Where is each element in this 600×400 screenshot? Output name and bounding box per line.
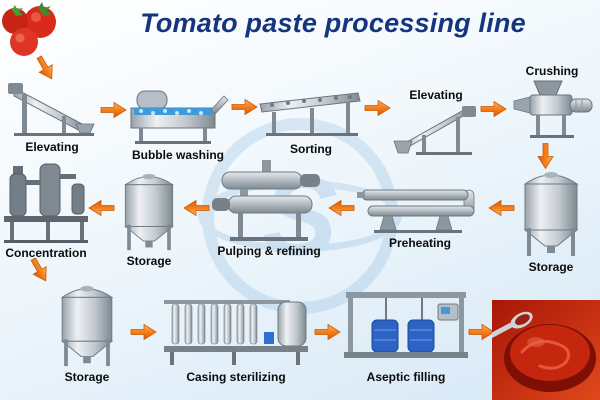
step-storage-2: Storage: [115, 172, 183, 268]
step-storage-3: Storage: [50, 284, 124, 384]
flow-arrow-down: [536, 143, 556, 170]
aseptic-filler-icon: [340, 288, 472, 368]
step-label: Storage: [64, 370, 110, 384]
step-aseptic-filling: Aseptic filling: [340, 288, 472, 384]
flow-arrow-left: [88, 198, 115, 218]
crusher-icon: [506, 79, 598, 141]
step-elevating-2: Elevating: [392, 88, 480, 156]
flow-arrow-right: [468, 322, 495, 342]
fresh-tomatoes-image: [0, 0, 62, 58]
flow-arrow-right: [130, 322, 157, 342]
step-bubble-washing: Bubble washing: [127, 84, 229, 162]
step-label: Sorting: [290, 142, 332, 156]
step-label: Elevating: [25, 140, 79, 154]
flow-arrow-right: [480, 99, 507, 119]
tube-preheater-icon: [356, 182, 484, 234]
step-label: Aseptic filling: [366, 370, 446, 384]
evaporator-icon: [0, 160, 92, 244]
step-pulping-refining: Pulping & refining: [210, 158, 328, 258]
tomatoes-icon: [0, 0, 62, 58]
step-concentration: Concentration: [0, 160, 92, 260]
sterilizer-icon: [160, 292, 312, 368]
flow-arrow-left: [488, 198, 515, 218]
step-label: Crushing: [525, 64, 579, 78]
page-title: Tomato paste processing line: [140, 8, 526, 38]
step-label: Elevating: [409, 88, 463, 102]
flow-arrow-down-right: [30, 51, 61, 84]
step-preheating: Preheating: [356, 182, 484, 250]
sorting-conveyor-icon: [258, 80, 364, 140]
elevating-conveyor-icon: [392, 103, 480, 156]
step-label: Pulping & refining: [217, 244, 321, 258]
tomato-paste-image: [492, 300, 600, 400]
flow-arrow-left: [328, 198, 355, 218]
step-label: Concentration: [5, 246, 87, 260]
step-casing-sterilizing: Casing sterilizing: [160, 292, 312, 384]
step-label: Storage: [126, 254, 172, 268]
bubble-washer-icon: [127, 84, 229, 146]
storage-tank-icon: [116, 172, 182, 252]
elevating-conveyor-icon: [6, 80, 98, 138]
step-label: Preheating: [388, 236, 451, 250]
step-crushing: Crushing: [506, 64, 598, 141]
storage-tank-icon: [517, 170, 585, 258]
step-storage-1: Storage: [515, 170, 587, 274]
step-elevating-1: Elevating: [6, 80, 98, 154]
flow-arrow-down-right: [24, 253, 55, 286]
flow-arrow-left: [183, 198, 210, 218]
flow-arrow-right: [100, 100, 127, 120]
flow-arrow-right: [314, 322, 341, 342]
step-label: Storage: [528, 260, 574, 274]
storage-tank-icon: [52, 284, 122, 368]
step-label: Casing sterilizing: [186, 370, 286, 384]
step-sorting: Sorting: [258, 80, 364, 156]
paste-bowl-icon: [492, 300, 600, 400]
flow-arrow-right: [231, 97, 258, 117]
flow-arrow-right: [364, 98, 391, 118]
pulper-refiner-icon: [210, 158, 328, 242]
step-label: Bubble washing: [131, 148, 224, 162]
